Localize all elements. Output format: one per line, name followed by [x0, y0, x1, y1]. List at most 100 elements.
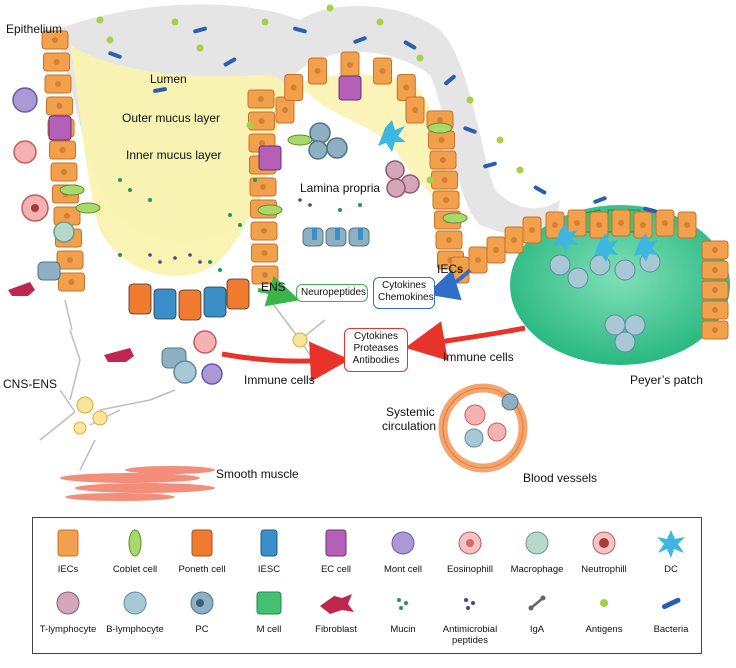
- paneth-cell: [226, 278, 250, 310]
- legend-item: B-lymphocyte: [100, 584, 170, 635]
- immune-arrow-left: [221, 341, 350, 382]
- m-cell-icon: [256, 591, 282, 615]
- antigen: [416, 54, 424, 62]
- inner-mucus-label: Inner mucus layer: [126, 148, 222, 162]
- mucin-dot: [118, 178, 122, 182]
- legend-item: Antigens: [569, 584, 639, 635]
- legend-label: IECs: [57, 564, 79, 575]
- iec-icon: [57, 529, 79, 557]
- bacterium: [193, 26, 207, 34]
- iga-icon: [528, 595, 546, 611]
- intestinal-wall-illustration: [8, 4, 730, 501]
- cytokines-proteases-antibodies-box: Cytokines Proteases Antibodies: [344, 328, 408, 372]
- bacterium: [403, 40, 417, 50]
- bacterium: [223, 57, 237, 67]
- antigen: [326, 4, 334, 12]
- mucin-dot: [218, 268, 222, 272]
- bacterium: [444, 74, 456, 86]
- bacterium: [463, 126, 477, 134]
- ens-label: ENS: [261, 280, 286, 294]
- legend-item: Bacteria: [636, 584, 706, 635]
- mucin-dot: [253, 178, 257, 182]
- eosinophil-icon: [458, 531, 482, 555]
- outer-mucus-label: Outer mucus layer: [122, 111, 221, 125]
- legend-label: B-lymphocyte: [106, 624, 164, 635]
- legend-item: Mont cell: [368, 524, 438, 575]
- neuropeptides-box: Neuropeptides: [296, 284, 368, 302]
- legend-item: Neutrophill: [569, 524, 639, 575]
- t-lymphocyte-icon: [56, 591, 80, 615]
- antigen: [246, 121, 254, 129]
- legend-item: PC: [167, 584, 237, 635]
- iesc-cell: [153, 288, 177, 320]
- antigen: [106, 36, 114, 44]
- antimicrobial-peptide-dot: [188, 253, 192, 257]
- legend-label: T-lymphocyte: [39, 624, 97, 635]
- mucin-dot: [118, 253, 122, 257]
- bacterium: [153, 87, 167, 93]
- plasma-cell-icon: [190, 591, 214, 615]
- legend-item: Poneth cell: [167, 524, 237, 575]
- legend-label: M cell: [256, 624, 282, 635]
- luminal-particles: [96, 4, 657, 272]
- bacterium: [483, 161, 497, 169]
- legend-item: EC cell: [301, 524, 371, 575]
- legend-label: Fibroblast: [315, 624, 357, 635]
- iesc-icon: [260, 529, 278, 557]
- goblet-cell: [442, 212, 468, 224]
- mucin-dot: [128, 188, 132, 192]
- antimicrobial-peptide-dot: [148, 253, 152, 257]
- antigen: [171, 18, 179, 26]
- neuron-cell-bodies: [73, 332, 308, 435]
- legend-label: Mont cell: [383, 564, 422, 575]
- goblet-cell: [287, 134, 313, 146]
- cns-ens-label: CNS-ENS: [3, 377, 58, 391]
- legend-label: Eosinophill: [447, 564, 493, 575]
- ens-arrow: [257, 275, 300, 307]
- legend-label: Bacteria: [653, 624, 689, 635]
- legend-item: M cell: [234, 584, 304, 635]
- legend-item: Eosinophill: [435, 524, 505, 575]
- goblet-cell-icon: [128, 529, 142, 557]
- antigen: [516, 166, 524, 174]
- legend-item: T-lymphocyte: [33, 584, 103, 635]
- legend-label: Coblet cell: [112, 564, 158, 575]
- cytokines-chemokines-box: Cytokines Chemokines: [373, 277, 435, 309]
- legend-label: Antigens: [585, 624, 623, 635]
- bacterium: [533, 185, 547, 195]
- antigens-icon: [600, 599, 608, 607]
- bacterium: [643, 206, 657, 214]
- mucin-dot: [338, 208, 342, 212]
- mucin-dot: [148, 198, 152, 202]
- mucin-dot: [208, 260, 212, 264]
- antigen: [496, 136, 504, 144]
- bacterium: [108, 51, 122, 59]
- legend-item: DC: [636, 524, 706, 575]
- systemic-label-2: circulation: [382, 419, 437, 433]
- systemic-label-1: Systemic: [386, 405, 435, 419]
- free-immune-cells-left: [8, 87, 223, 385]
- antimicrobial-peptide-dot: [298, 198, 302, 202]
- legend-item: IECs: [33, 524, 103, 575]
- antimicrobial-peptides-icon: [464, 598, 475, 610]
- blood-vessel: [438, 383, 528, 473]
- ec-cell: [258, 145, 282, 171]
- legend-item: Macrophage: [502, 524, 572, 575]
- antigen: [96, 16, 104, 24]
- antigen: [466, 96, 474, 104]
- epithelial-cell-layer: [41, 30, 729, 340]
- goblet-cell: [75, 202, 101, 214]
- iesc-cell: [203, 286, 227, 318]
- blood-vessels-label: Blood vessels: [523, 471, 598, 485]
- ec-cell: [338, 75, 362, 101]
- legend-label: Neutrophill: [581, 564, 627, 575]
- paneth-cell-icon: [191, 529, 213, 557]
- lumen-label: Lumen: [150, 72, 187, 86]
- iecs-arrow: [426, 268, 472, 301]
- legend-label: IgA: [529, 624, 545, 635]
- macrophage-icon: [525, 531, 549, 555]
- immune-cells-right-label: Immune cells: [443, 350, 514, 364]
